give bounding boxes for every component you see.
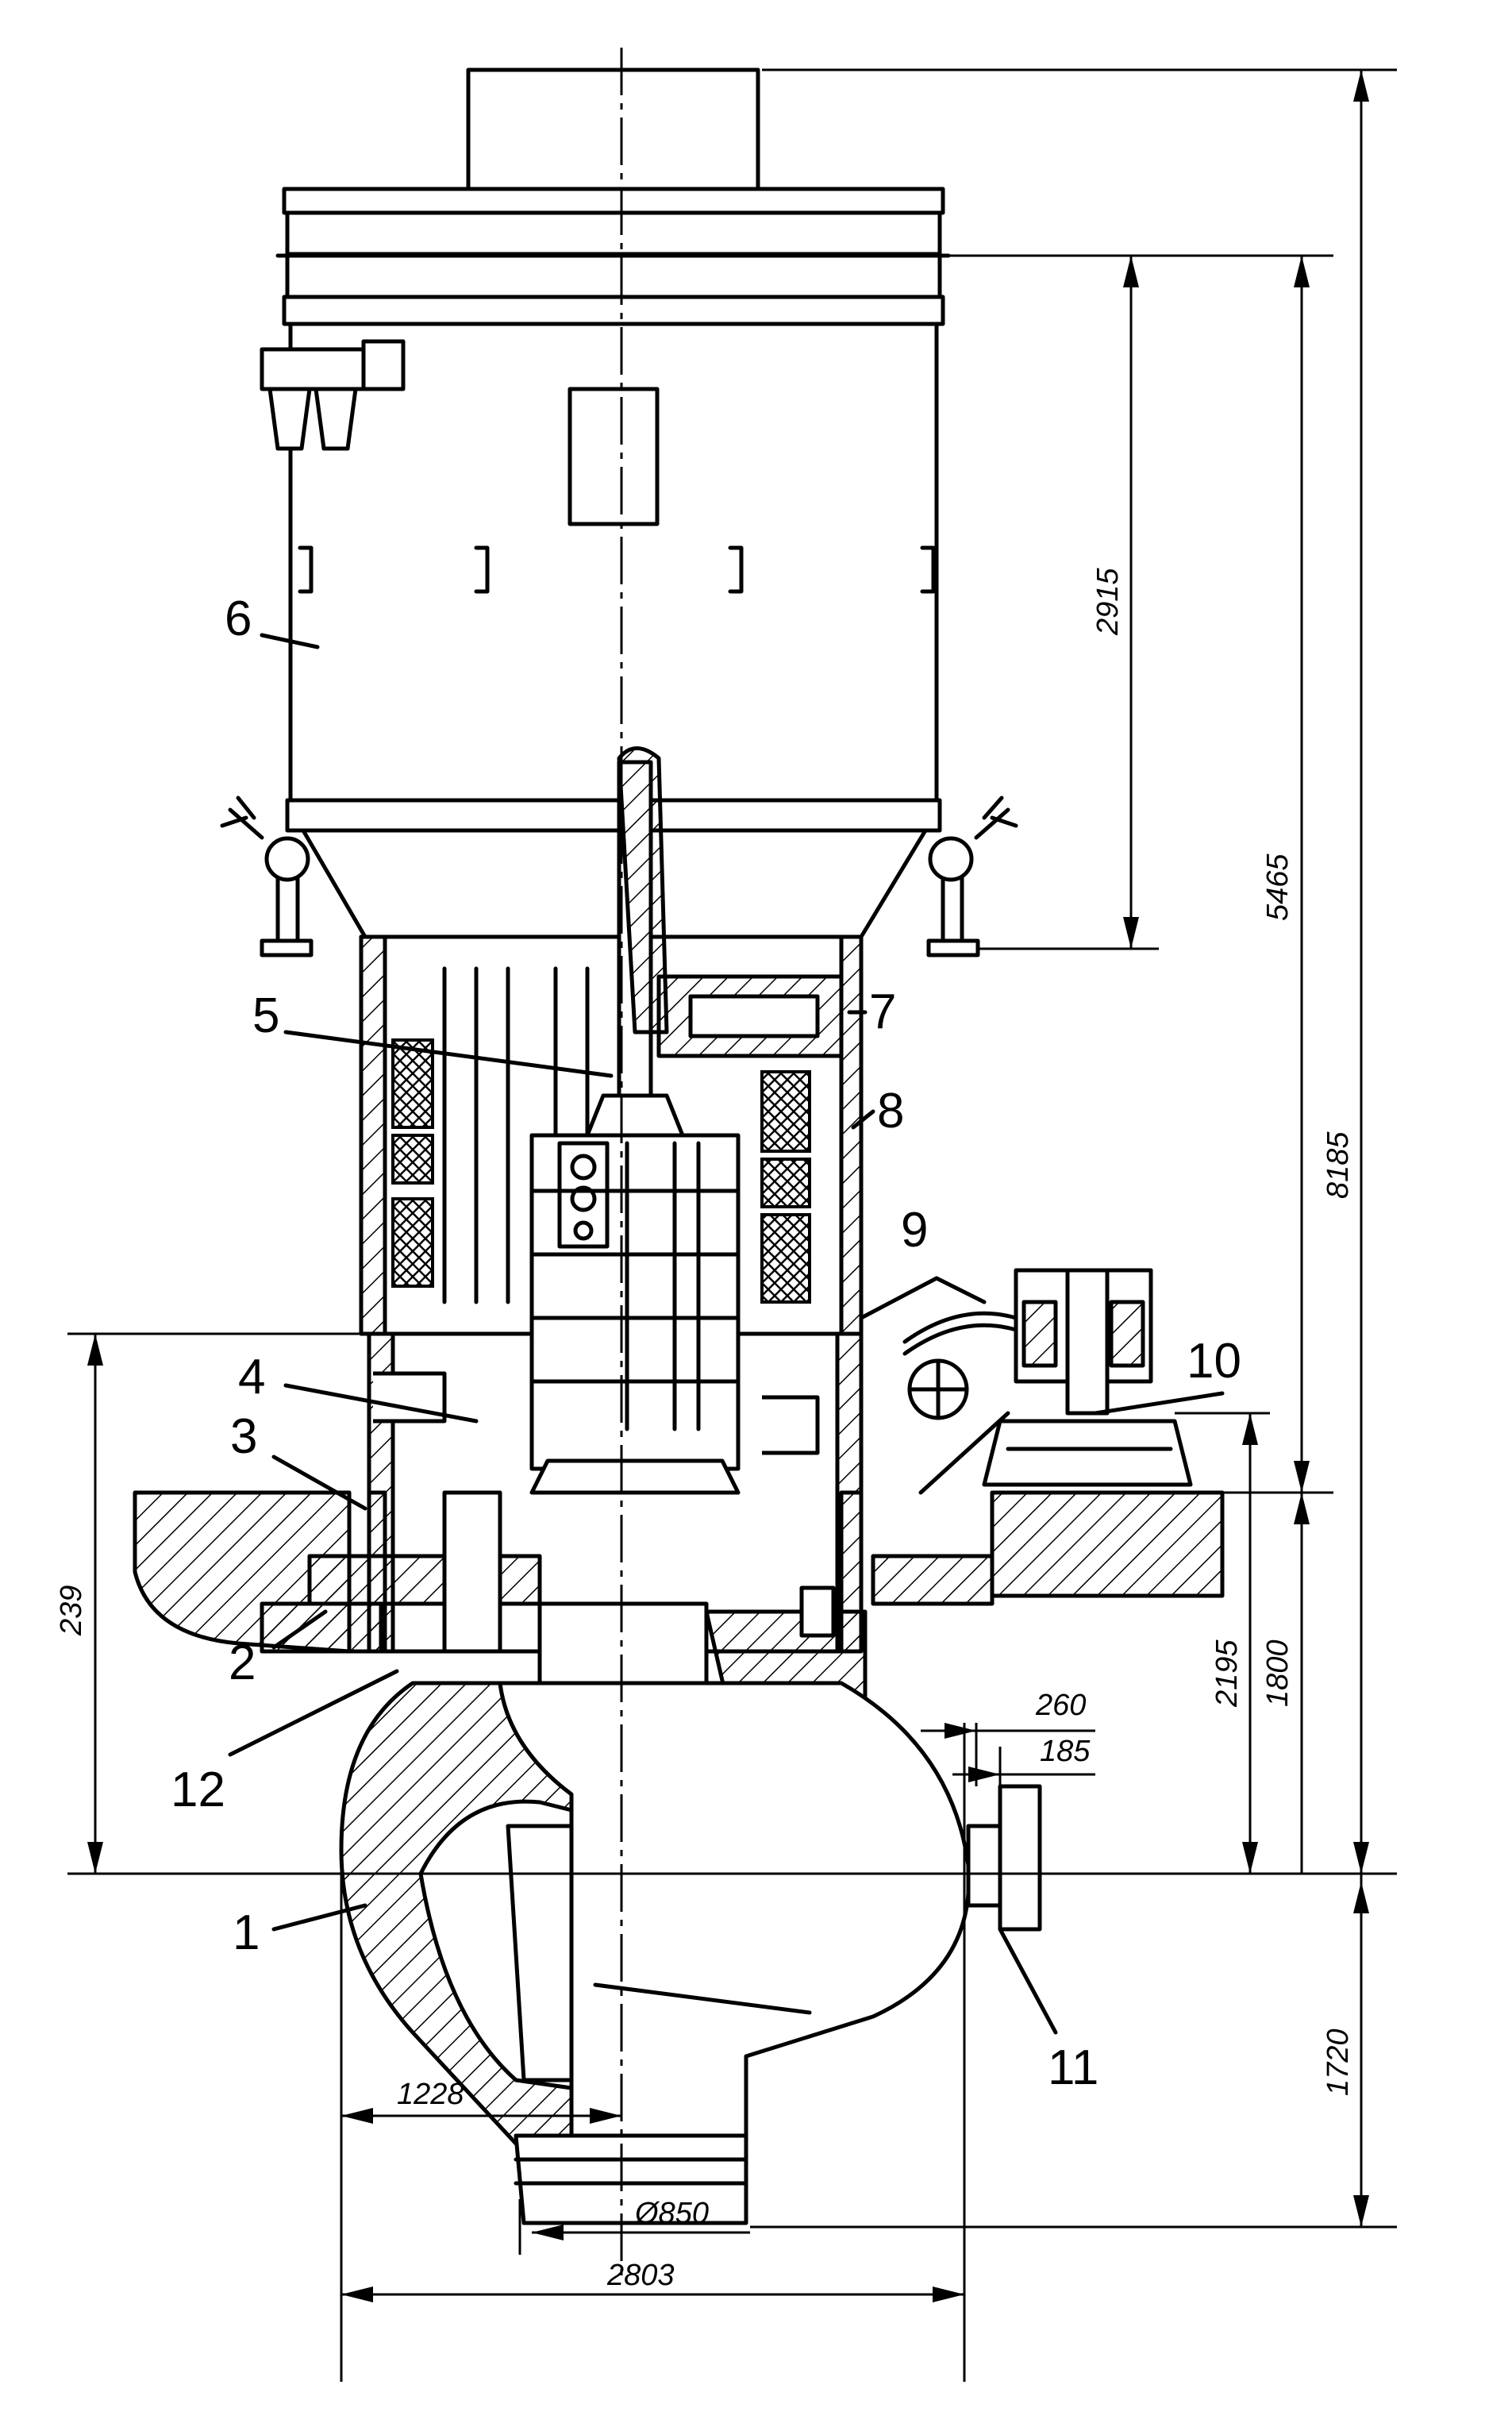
callout-leaders (228, 633, 1225, 2035)
callout-12: 12 (171, 1763, 225, 1817)
callout-7: 7 (869, 984, 896, 1039)
callout-5: 5 (252, 988, 279, 1043)
callout-4: 4 (238, 1350, 265, 1404)
callout-8: 8 (877, 1084, 904, 1138)
dim-185: 185 (1040, 1735, 1091, 1768)
dim-5465: 5465 (1261, 853, 1295, 921)
dim-2195: 2195 (1210, 1639, 1244, 1708)
dim-diameter-850: Ø850 (633, 2197, 709, 2230)
dim-8185: 8185 (1322, 1131, 1355, 1199)
callout-6: 6 (225, 591, 252, 646)
callout-9: 9 (901, 1203, 928, 1258)
dim-1800: 1800 (1261, 1639, 1295, 1707)
dimension-lines (67, 68, 1397, 2382)
dim-2803: 2803 (606, 2259, 675, 2292)
dim-1228: 1228 (397, 2078, 464, 2111)
dim-2915: 2915 (1091, 568, 1125, 636)
callout-11: 11 (1048, 2040, 1098, 2095)
motor-stand (359, 746, 864, 1336)
callout-10: 10 (1187, 1334, 1241, 1389)
dim-1720: 1720 (1322, 2028, 1355, 2096)
callout-3: 3 (230, 1409, 257, 1464)
electric-motor (220, 67, 1018, 957)
dim-260: 260 (1035, 1689, 1086, 1722)
callout-1: 1 (233, 1905, 260, 1960)
dim-239: 239 (55, 1585, 88, 1636)
pump-casing (339, 1601, 1042, 2225)
callout-2: 2 (229, 1635, 256, 1690)
